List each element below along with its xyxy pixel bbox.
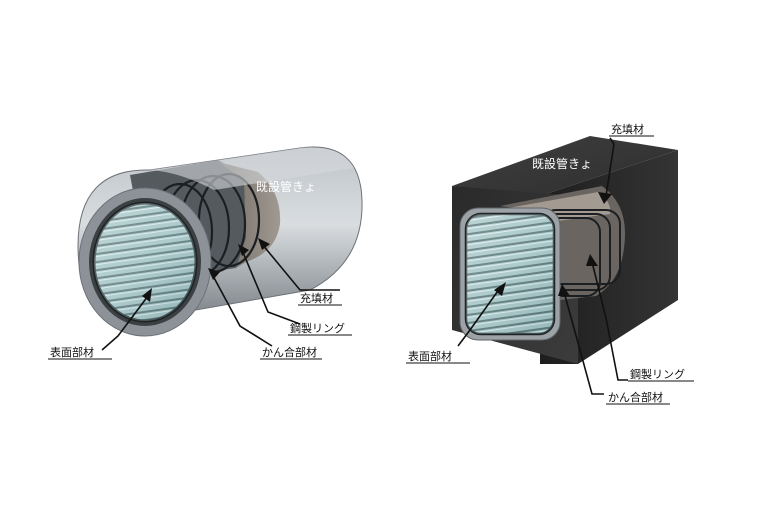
left-joint-member-callout: かん合部材 <box>208 268 322 360</box>
left-joint-member-label: かん合部材 <box>262 345 317 359</box>
left-surface-member-callout: 表面部材 <box>48 288 152 360</box>
left-existing-pipe-label: 既設管きょ <box>256 179 316 194</box>
left-surface-member-label: 表面部材 <box>50 345 94 359</box>
left-filler-label: 充填材 <box>300 291 333 305</box>
left-steel-ring-callout: 鋼製リング <box>238 244 352 336</box>
left-steel-ring-label: 鋼製リング <box>290 321 345 335</box>
right-existing-pipe-label: 既設管きょ <box>532 156 592 171</box>
right-joint-member-label: かん合部材 <box>608 390 663 404</box>
box-culvert-illustration <box>452 136 678 364</box>
right-surface-member-label: 表面部材 <box>408 349 452 363</box>
box-top-face <box>452 136 678 196</box>
right-filler-label: 充填材 <box>611 122 644 136</box>
right-filler-callout: 充填材 <box>598 122 654 204</box>
left-filler-callout: 充填材 <box>258 238 342 306</box>
right-joint-member-callout: かん合部材 <box>558 284 670 405</box>
right-steel-ring-label: 鋼製リング <box>630 367 685 381</box>
right-surface-member-callout: 表面部材 <box>406 282 506 364</box>
circular-pipe-illustration <box>77 146 363 337</box>
right-steel-ring-callout: 鋼製リング <box>586 254 694 382</box>
